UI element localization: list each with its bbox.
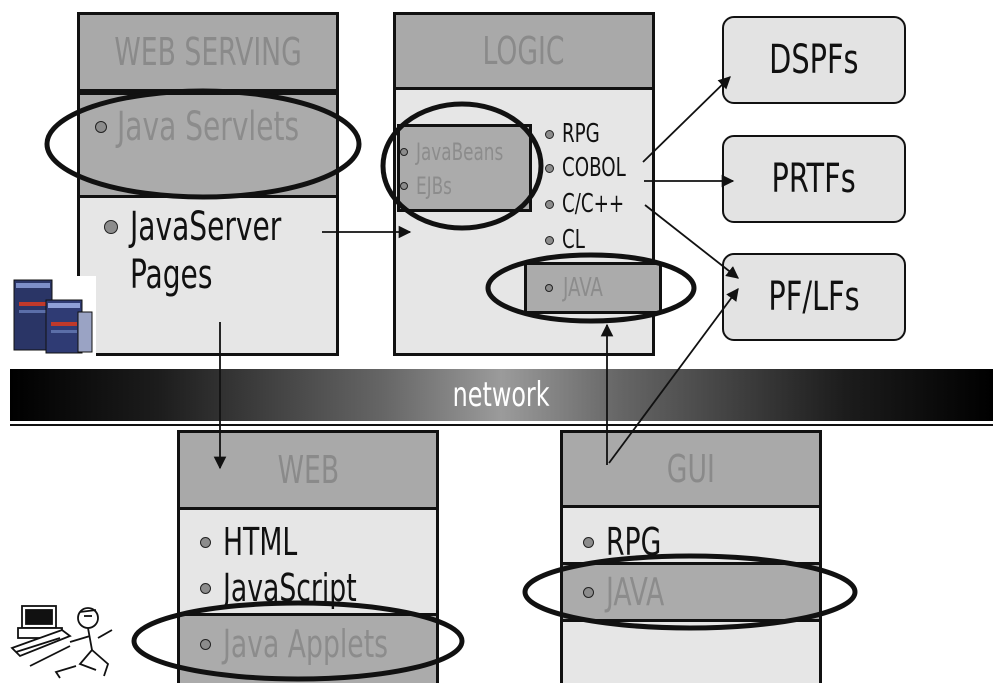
jsp-item: JavaServer (104, 204, 324, 250)
gui-java-label: JAVA (606, 570, 665, 614)
bullet-icon (200, 638, 211, 650)
applets-label: Java Applets (223, 622, 389, 666)
web-serving-header: WEB SERVING (77, 12, 339, 92)
gui-title: GUI (666, 447, 716, 491)
dspf-box: DSPFs (722, 16, 906, 104)
web-serving-title: WEB SERVING (114, 30, 302, 74)
gui-java-item: JAVA (583, 569, 681, 615)
html-label: HTML (223, 520, 298, 564)
cl-item: CL (545, 225, 591, 255)
workstation-user-icon (10, 605, 113, 679)
rpg-label: RPG (562, 119, 600, 149)
applets-item: Java Applets (200, 621, 435, 667)
beans-label: JavaBeans (416, 138, 504, 166)
logic-header: LOGIC (393, 12, 655, 90)
jsp-item-line2: Pages (130, 252, 236, 298)
cobol-label: COBOL (562, 153, 626, 183)
logic-to-dspf-arrow (642, 76, 731, 163)
web-title: WEB (277, 448, 339, 492)
network-label: network (453, 375, 550, 415)
bullet-icon (400, 148, 408, 156)
bullet-icon (583, 586, 594, 598)
bullet-icon (545, 163, 554, 173)
gui-header: GUI (560, 430, 822, 508)
dspf-label: DSPFs (769, 37, 859, 83)
bullet-icon (400, 182, 408, 190)
rpg-item: RPG (545, 119, 610, 149)
bullet-icon (545, 235, 554, 245)
pflf-label: PF/LFs (768, 274, 860, 320)
network-bar: network (10, 369, 993, 421)
bullet-icon (545, 284, 553, 292)
bullet-icon (200, 582, 211, 594)
jsp-label-line2: Pages (130, 252, 213, 298)
cl-label: CL (562, 225, 585, 255)
bullet-icon (545, 199, 554, 209)
bullet-icon (583, 536, 594, 548)
cpp-label: C/C++ (562, 189, 625, 219)
bullet-icon (95, 121, 107, 133)
html-item: HTML (200, 520, 318, 564)
ejbs-item: EJBs (400, 172, 462, 200)
prtf-label: PRTFs (771, 156, 857, 202)
logic-title: LOGIC (483, 29, 565, 73)
web-header: WEB (177, 430, 439, 510)
network-underline (10, 424, 993, 426)
pflf-box: PF/LFs (722, 253, 906, 341)
jsp-label-line1: JavaServer (130, 204, 282, 250)
gui-rpg-label: RPG (606, 520, 662, 564)
javascript-label: JavaScript (223, 566, 357, 610)
bullet-icon (545, 129, 554, 139)
prtf-box: PRTFs (722, 135, 906, 223)
cobol-item: COBOL (545, 153, 644, 183)
servlets-item: Java Servlets (95, 103, 351, 151)
ejbs-label: EJBs (416, 172, 452, 200)
logic-java-item: JAVA (545, 273, 614, 303)
cpp-item: C/C++ (545, 189, 642, 219)
bullet-icon (104, 220, 118, 234)
beans-item: JavaBeans (400, 138, 528, 166)
logic-java-label: JAVA (563, 273, 603, 303)
bullet-icon (200, 536, 211, 548)
gui-rpg-item: RPG (583, 520, 677, 564)
javascript-item: JavaScript (200, 566, 394, 610)
servlets-label: Java Servlets (117, 104, 300, 150)
